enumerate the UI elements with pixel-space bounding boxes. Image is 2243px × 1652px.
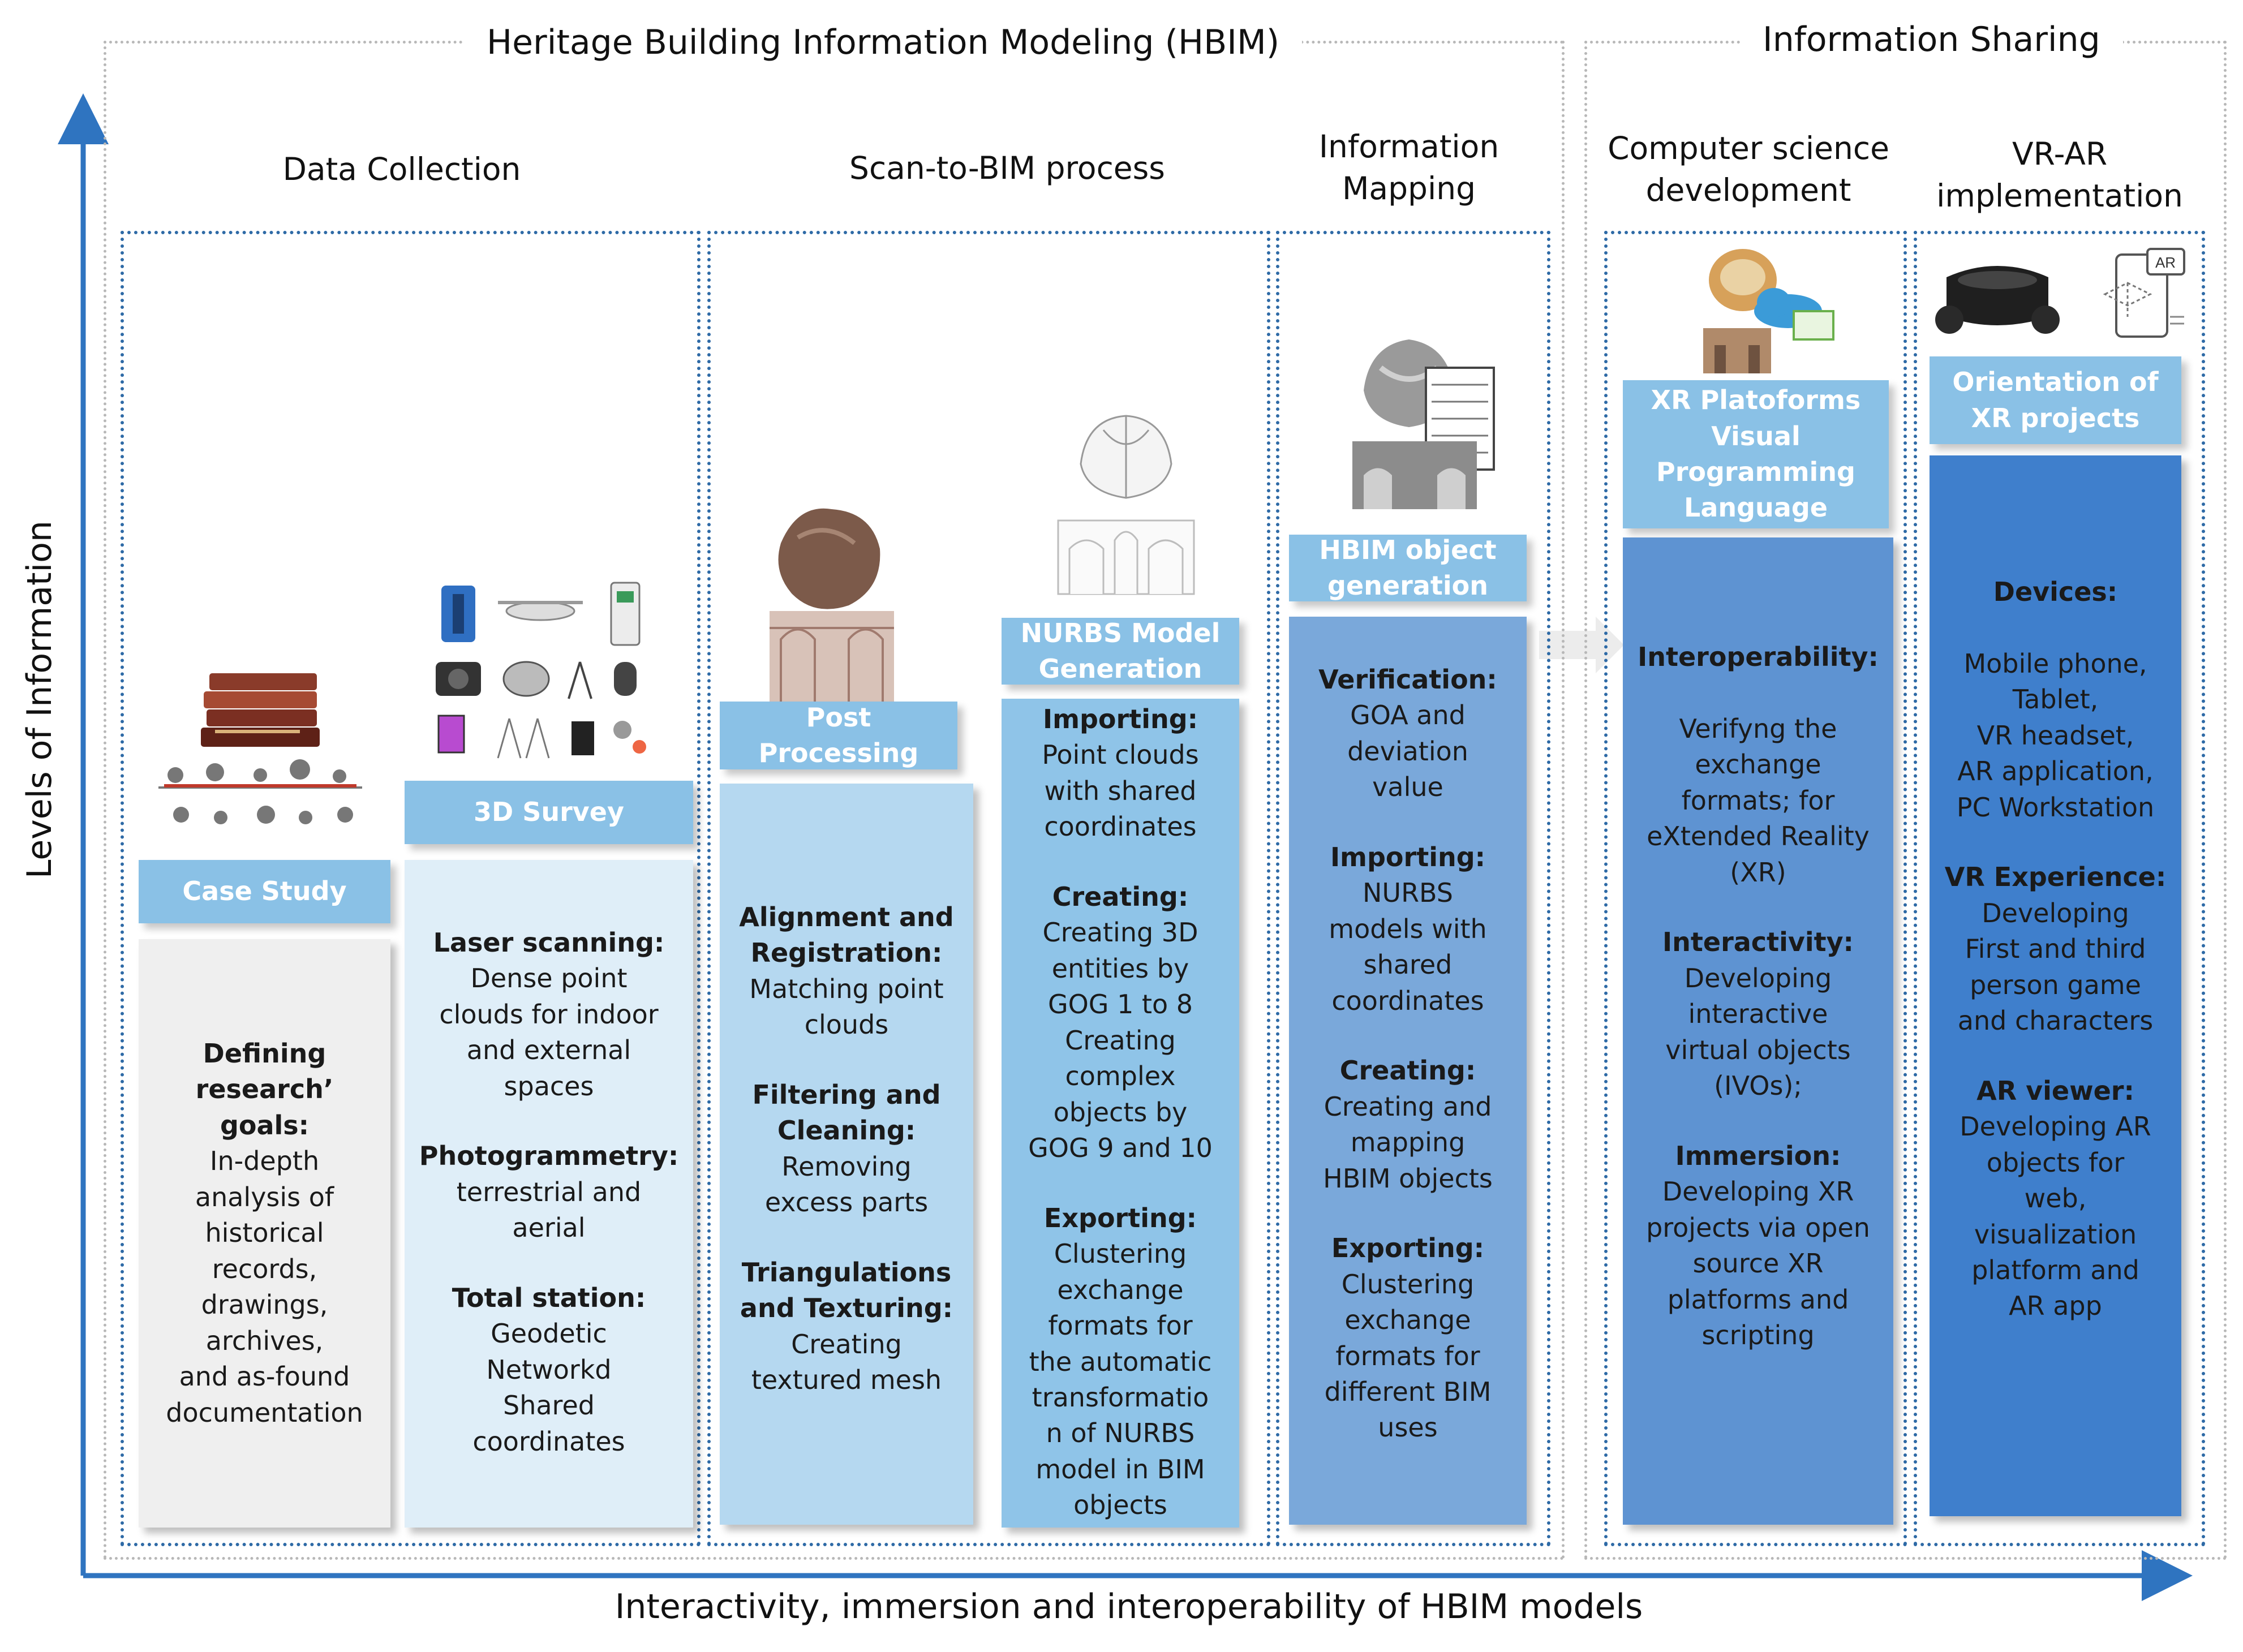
survey-block-2-title: Photogrammetry:	[419, 1141, 679, 1172]
survey-block-3-title: Total station:	[452, 1282, 646, 1313]
hbim-block-4-text: Clustering exchange formats for differen…	[1324, 1268, 1492, 1443]
flow-arrow	[1539, 617, 1624, 673]
section-title-data-collection: Data Collection	[282, 151, 521, 187]
nurbs-header: NURBS Model Generation	[1002, 618, 1239, 685]
xr-platforms-block-1-text: Verifyng the exchange formats; for eXten…	[1647, 713, 1870, 888]
information-mapping-frame	[1276, 231, 1550, 1546]
xr-orientation-block-3-title: AR viewer:	[1976, 1075, 2134, 1106]
scan-to-bim-frame	[707, 231, 1270, 1546]
xr-orientation-body: Devices: Mobile phone, Tablet, VR headse…	[1930, 455, 2181, 1516]
nurbs-wireframe-icon	[1057, 415, 1195, 595]
vr-ar-frame	[1914, 231, 2205, 1546]
section-title-scan-to-bim: Scan-to-BIM process	[849, 150, 1165, 186]
post-block-3-title: Triangulations and Texturing:	[740, 1257, 953, 1324]
ar-phone-icon: AR	[2103, 248, 2185, 338]
xr-platforms-block-1-title: Interoperability:	[1638, 642, 1879, 672]
hbim-group-title: Heritage Building Information Modeling (…	[464, 23, 1303, 62]
survey-block-1-text: Dense point clouds for indoor and extern…	[439, 963, 659, 1102]
post-block-3-text: Creating textured mesh	[751, 1328, 942, 1396]
hbim-block-1-text: GOA and deviation value	[1347, 700, 1468, 803]
survey-block-2-text: terrestrial and aerial	[456, 1176, 642, 1244]
nurbs-body: Importing: Point clouds with shared coord…	[1002, 699, 1239, 1528]
data-collection-frame	[121, 231, 701, 1546]
nurbs-block-2-title: Creating:	[1052, 881, 1189, 912]
y-axis-label-text: Levels of Information	[20, 520, 59, 879]
hbim-block-2-text: NURBS models with shared coordinates	[1329, 877, 1487, 1016]
hbim-object-body: Verification: GOA and deviation value Imp…	[1289, 617, 1527, 1525]
hbim-block-2-title: Importing:	[1330, 841, 1486, 872]
post-processing-header: Post Processing	[720, 702, 957, 769]
cloud-platform-icon	[1703, 249, 1834, 373]
survey-body: Laser scanning: Dense point clouds for in…	[405, 860, 693, 1528]
xr-orientation-block-3-text: Developing AR objects for web, visualiza…	[1960, 1111, 2151, 1322]
hbim-block-3-title: Creating:	[1339, 1055, 1476, 1086]
xr-orientation-block-2-text: Developing First and third person game a…	[1957, 897, 2154, 1036]
xr-orientation-block-2-title: VR Experience:	[1944, 862, 2167, 893]
survey-block-1-title: Laser scanning:	[433, 927, 665, 958]
hbim-model-icon	[1352, 339, 1495, 509]
post-block-2-text: Removing excess parts	[764, 1151, 929, 1218]
hbim-block-4-title: Exporting:	[1331, 1233, 1485, 1264]
survey-instruments-icon	[436, 582, 646, 759]
hbim-object-header: HBIM object generation	[1289, 535, 1527, 601]
nurbs-block-1-title: Importing:	[1042, 704, 1198, 734]
nurbs-block-3-text: Clustering exchange formats for the auto…	[1029, 1238, 1212, 1521]
case-study-title: Defining research’ goals:	[195, 1038, 334, 1141]
section-title-information-mapping: Information Mapping	[1318, 128, 1499, 207]
post-block-1-text: Matching point clouds	[749, 973, 944, 1040]
xr-orientation-header: Orientation of XR projects	[1930, 356, 2181, 444]
ar-badge: AR	[2155, 254, 2176, 271]
books-icon	[158, 673, 362, 824]
post-block-2-title: Filtering and Cleaning:	[752, 1079, 941, 1146]
nurbs-block-2-text: Creating 3D entities by GOG 1 to 8 Creat…	[1028, 917, 1213, 1164]
x-axis-label: Interactivity, immersion and interoperab…	[615, 1587, 1643, 1627]
computer-science-frame	[1604, 231, 1907, 1546]
hbim-block-1-title: Verification:	[1318, 664, 1497, 695]
point-cloud-model-icon	[770, 508, 894, 702]
xr-platforms-block-3-title: Immersion:	[1675, 1140, 1841, 1171]
survey-header: 3D Survey	[405, 781, 693, 844]
hbim-block-3-text: Creating and mapping HBIM objects	[1323, 1091, 1493, 1194]
xr-platforms-block-3-text: Developing XR projects via open source X…	[1646, 1176, 1870, 1350]
post-processing-body: Alignment and Registration:Matching poin…	[720, 784, 973, 1525]
vr-headset-icon	[1935, 266, 2060, 334]
xr-platforms-block-2-text: Developing interactive virtual objects (…	[1665, 962, 1851, 1102]
survey-block-3-text: Geodetic Networkd Shared coordinates	[472, 1318, 625, 1457]
case-study-body: Defining research’ goals:In-depth analys…	[139, 939, 390, 1528]
xr-platforms-header: XR Platoforms Visual Programming Languag…	[1623, 380, 1889, 528]
section-title-vr-ar: VR-AR implementation	[1936, 136, 2183, 214]
post-block-1-title: Alignment and Registration:	[739, 902, 954, 969]
sharing-group-title: Information Sharing	[1740, 20, 2123, 59]
case-study-header: Case Study	[139, 860, 390, 923]
xr-platforms-block-2-title: Interactivity:	[1662, 927, 1854, 958]
nurbs-block-3-title: Exporting:	[1043, 1202, 1197, 1233]
nurbs-block-1-text: Point clouds with shared coordinates	[1042, 739, 1199, 842]
xr-platforms-body: Interoperability: Verifyng the exchange …	[1623, 537, 1893, 1525]
xr-orientation-block-1-title: Devices:	[1993, 577, 2118, 607]
section-title-computer-science: Computer science development	[1608, 130, 1889, 209]
case-study-text: In-depth analysis of historical records,…	[166, 1146, 363, 1428]
xr-orientation-block-1-text: Mobile phone, Tablet, VR headset, AR app…	[1956, 648, 2155, 823]
